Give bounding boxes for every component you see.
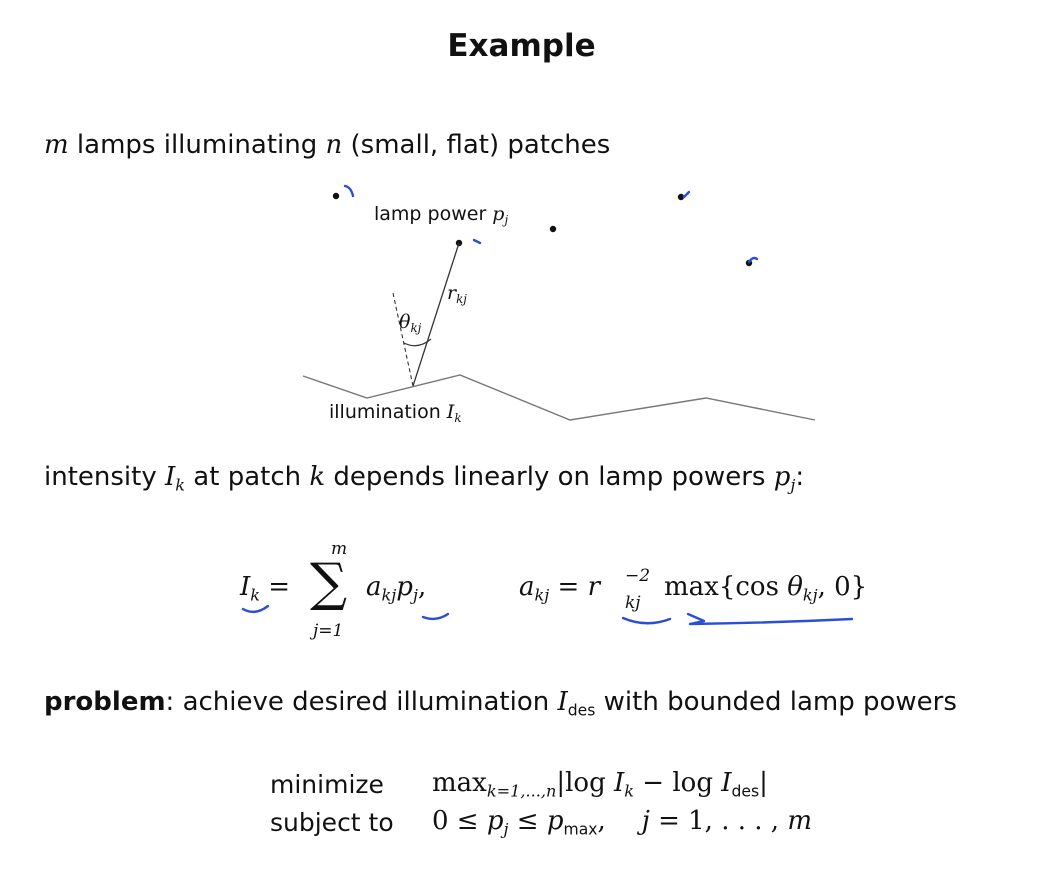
patch-surface xyxy=(302,374,816,421)
angle-label: θkj xyxy=(399,311,422,336)
objective-expression: maxk=1,...,n|log Ik − log Ides| xyxy=(432,768,768,801)
ink-mark xyxy=(472,238,482,245)
ink-underline xyxy=(621,616,672,625)
constraint-expression: 0 ≤ pj ≤ pmax,j = 1, . . . , m xyxy=(432,806,812,839)
minimize-keyword: minimize xyxy=(270,770,384,799)
formula-lhs: Ik = xyxy=(240,572,291,605)
ink-mark xyxy=(343,184,355,198)
formula-coefficient: akj = r xyxy=(519,572,601,605)
lamp-power-label: lamp power pj xyxy=(374,203,509,228)
distance-label: rkj xyxy=(447,282,467,307)
linearity-statement: intensity Ik at patch k depends linearly… xyxy=(44,462,805,495)
slide-title: Example xyxy=(447,28,596,64)
angle-arc xyxy=(403,338,432,347)
r-superscript: −2 xyxy=(625,566,651,586)
problem-statement: problem: achieve desired illumination Id… xyxy=(44,687,957,720)
var-m: m xyxy=(44,130,69,160)
lamp-dot xyxy=(332,192,340,200)
subject-to-keyword: subject to xyxy=(270,808,394,837)
ray-line xyxy=(412,242,460,387)
ink-mark xyxy=(682,190,691,199)
var-n: n xyxy=(325,130,343,160)
sum-upper-limit: m xyxy=(331,539,348,559)
formula-max-term: max{cos θkj, 0} xyxy=(664,572,868,605)
intro-text-a: lamps illuminating xyxy=(68,130,326,160)
sum-lower-limit: j=1 xyxy=(313,621,344,641)
lamp-dot xyxy=(549,225,557,233)
illumination-label: illumination Ik xyxy=(329,401,462,426)
intro-line: m lamps illuminating n (small, flat) pat… xyxy=(44,130,610,160)
ink-underline xyxy=(421,612,450,621)
ink-mark xyxy=(747,256,759,264)
intro-text-b: (small, flat) patches xyxy=(342,130,611,160)
formula-sum-term: akjpj, xyxy=(366,572,427,605)
ink-underline xyxy=(241,604,270,614)
normal-line xyxy=(392,292,414,387)
lamp-dot xyxy=(677,193,685,201)
r-subscript: kj xyxy=(625,593,641,613)
summation-sign: ∑ xyxy=(310,553,348,613)
ink-underline xyxy=(686,612,854,626)
